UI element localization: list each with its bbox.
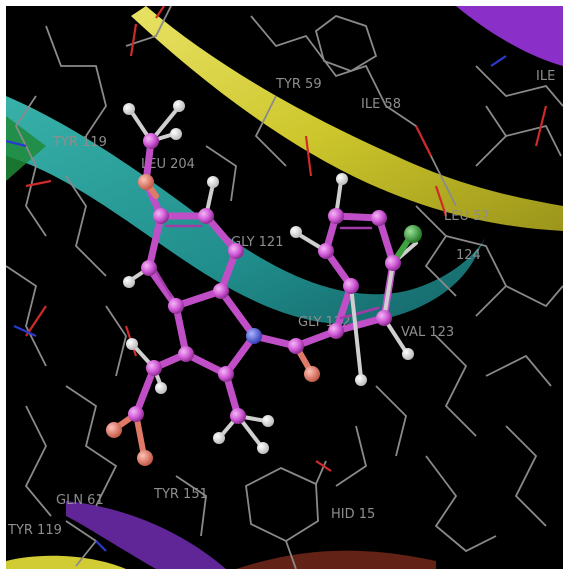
residue-label: TYR 119	[7, 523, 62, 538]
residue-label: HID 15	[331, 507, 375, 522]
residue-label: TYR 59	[275, 77, 322, 92]
molecule-scene[interactable]: TYR 59 ILE 58 ILE TYR 119 LEU 204 GLY 12…	[6, 6, 563, 569]
residue-label: GLY 121	[231, 235, 283, 250]
residue-label: 124	[456, 248, 481, 263]
protein-ribbons	[6, 6, 563, 569]
molecular-viewport[interactable]: TYR 59 ILE 58 ILE TYR 119 LEU 204 GLY 12…	[6, 6, 563, 569]
residue-label: ILE	[536, 69, 555, 84]
ligand-atoms	[106, 100, 422, 466]
residue-label: LEU 57	[444, 209, 490, 224]
residue-label: LEU 204	[141, 157, 195, 172]
residue-label: ILE 58	[361, 97, 401, 112]
residue-label: GLN 61	[56, 493, 104, 508]
wire-heteroatoms	[6, 6, 548, 552]
residue-label: TYR 151	[153, 487, 208, 502]
residue-label: VAL 123	[401, 325, 454, 340]
residue-label: TYR 119	[52, 135, 107, 150]
